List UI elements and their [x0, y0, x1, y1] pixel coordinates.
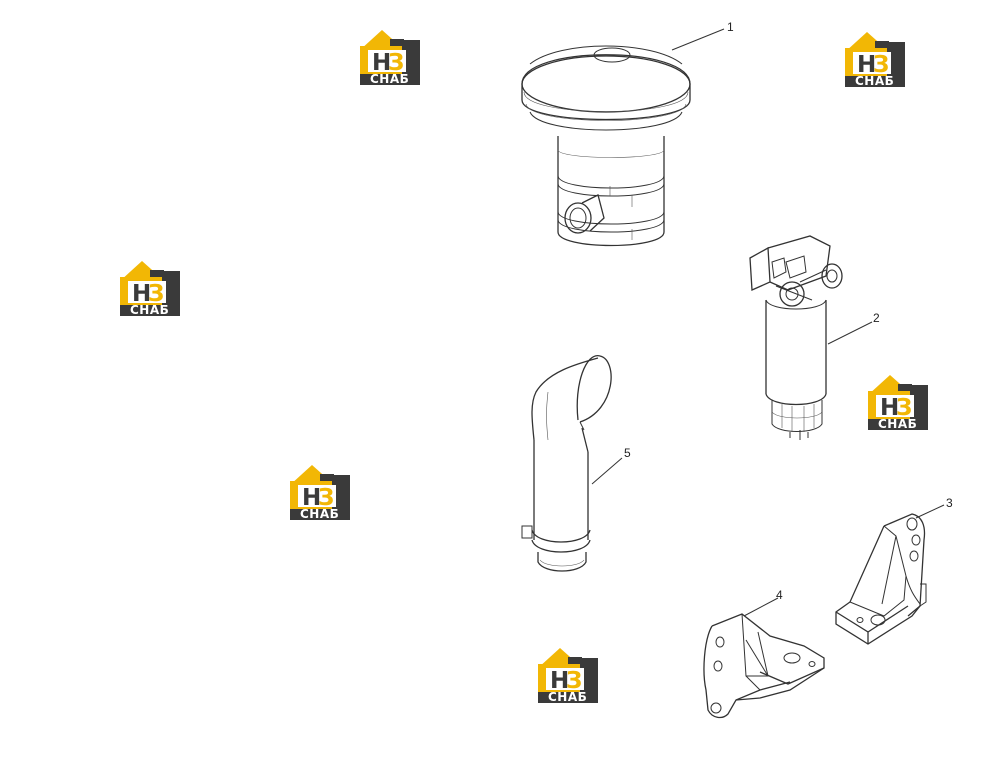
- svg-text:З: З: [566, 668, 582, 694]
- svg-text:СНАБ: СНАБ: [130, 303, 169, 317]
- svg-text:СНАБ: СНАБ: [548, 690, 587, 704]
- air-cleaner-drawing: [521, 45, 691, 247]
- callout-4: 4: [776, 588, 783, 602]
- fuel-filter-drawing: [749, 235, 843, 440]
- svg-text:З: З: [896, 395, 912, 421]
- svg-text:Н: Н: [880, 395, 899, 421]
- svg-text:СНАБ: СНАБ: [370, 72, 409, 86]
- bracket-left-drawing: [703, 613, 825, 719]
- watermark-logo: Н З СНАБ: [868, 375, 928, 431]
- svg-text:Н: Н: [372, 50, 391, 76]
- svg-text:З: З: [388, 50, 404, 76]
- callout-1: 1: [727, 20, 734, 34]
- callout-3: 3: [946, 496, 953, 510]
- svg-text:Н: Н: [857, 52, 876, 78]
- callout-2: 2: [873, 311, 880, 325]
- watermark-logo: Н З СНАБ: [120, 261, 180, 317]
- svg-text:СНАБ: СНАБ: [878, 417, 917, 431]
- watermark-logo: Н З СНАБ: [538, 648, 598, 704]
- svg-text:З: З: [148, 281, 164, 307]
- callout-5: 5: [624, 446, 631, 460]
- svg-text:Н: Н: [550, 668, 569, 694]
- svg-text:СНАБ: СНАБ: [300, 507, 339, 521]
- svg-text:СНАБ: СНАБ: [855, 74, 894, 88]
- watermark-logo: Н З СНАБ: [290, 465, 350, 521]
- leader-lines: [591, 28, 945, 617]
- svg-text:З: З: [873, 52, 889, 78]
- svg-text:З: З: [318, 485, 334, 511]
- exhaust-pipe-drawing: [521, 355, 612, 572]
- bracket-right-drawing: [835, 513, 927, 645]
- svg-text:Н: Н: [302, 485, 321, 511]
- watermark-logo: Н З СНАБ: [360, 30, 420, 86]
- svg-text:Н: Н: [132, 281, 151, 307]
- watermark-logo: Н З СНАБ: [845, 32, 905, 88]
